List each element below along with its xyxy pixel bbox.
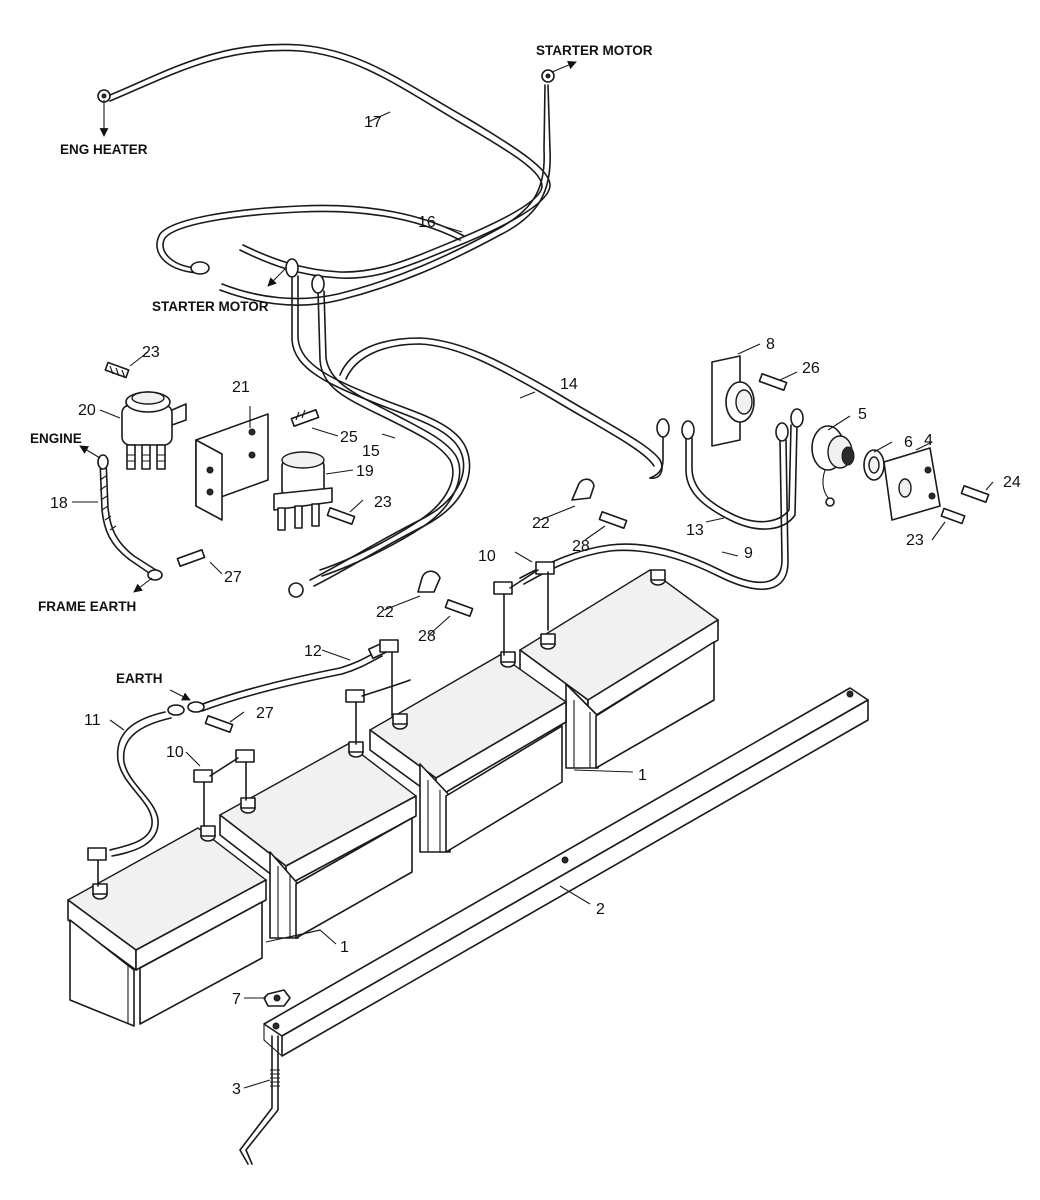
captions: STARTER MOTOR ENG HEATER STARTER MOTOR E… [30,43,653,686]
callout-10: 10 [478,548,496,565]
callout-22: 22 [532,515,550,532]
callouts: 17 16 14 15 8 26 5 6 4 24 23 13 9 22 28 … [50,114,1021,1098]
callout-12: 12 [304,643,322,660]
caption-starter-motor: STARTER MOTOR [536,43,653,58]
callout-19: 19 [356,463,374,480]
cable-14-long [339,337,670,480]
cable-17 [97,43,551,279]
caption-starter-motor: STARTER MOTOR [152,299,269,314]
callout-15: 15 [362,443,380,460]
hook-rod-3 [239,1035,280,1165]
callout-25: 25 [340,429,358,446]
bolt-28 [598,510,628,530]
callout-16: 16 [418,214,436,231]
cable-16-loop [156,204,465,275]
bolt-25 [290,408,320,428]
cable-14 [311,274,461,577]
cable-terminals [87,639,411,887]
cable-11 [109,704,185,857]
callout-26: 26 [802,360,820,377]
leader-lines [72,111,994,1089]
nut-7 [263,989,291,1007]
switch-8 [711,355,755,447]
callout-20: 20 [78,402,96,419]
callout-13: 13 [686,522,704,539]
callout-7: 7 [232,991,241,1008]
callout-2: 2 [596,901,605,918]
bracket-21 [195,413,269,521]
caption-engine: ENGINE [30,431,82,446]
battery-3 [368,651,568,853]
bolt-23 [326,506,356,526]
solenoid-19 [273,451,333,531]
callout-28: 28 [418,628,436,645]
callout-3: 3 [232,1081,241,1098]
callout-24: 24 [1003,474,1021,491]
callout-6: 6 [904,434,913,451]
plate-4 [883,447,941,521]
callout-10: 10 [166,744,184,761]
key-switch-5 [811,425,855,507]
callout-23: 23 [374,494,392,511]
cable-16 [219,69,555,306]
clip-22 [417,570,441,593]
callout-27: 27 [256,705,274,722]
ring-6 [863,449,885,481]
bolt-23 [940,507,966,525]
clip-22 [571,478,595,501]
caption-eng-heater: ENG HEATER [60,142,148,157]
callout-17: 17 [364,114,382,131]
bolts [104,361,990,734]
callout-28: 28 [572,538,590,555]
callout-14: 14 [560,376,578,393]
battery-1 [66,825,268,1027]
battery-2 [218,741,418,939]
bolt-26 [758,372,788,392]
callout-8: 8 [766,336,775,353]
callout-5: 5 [858,406,867,423]
battery-link-10-upper [493,561,555,656]
cable-12 [187,640,391,713]
callout-11: 11 [84,712,101,729]
callout-9: 9 [744,545,753,562]
bolt-23 [104,361,130,379]
cable-18-earth-strap [97,454,163,581]
bolt-28 [444,598,474,618]
caption-earth: EARTH [116,671,163,686]
battery-4 [518,569,720,769]
callout-1: 1 [638,767,647,784]
callout-23: 23 [142,344,160,361]
callout-23: 23 [906,532,924,549]
battery-tray-2 [263,687,869,1057]
caption-arrows [79,60,577,701]
bolt-24 [960,484,990,504]
callout-21: 21 [232,379,250,396]
callout-4: 4 [924,432,933,449]
callout-27: 27 [224,569,242,586]
callout-22: 22 [376,604,394,621]
bolt-27 [176,548,206,568]
bolt-27 [204,714,234,734]
caption-frame-earth: FRAME EARTH [38,599,136,614]
relay-20 [121,391,187,470]
battery-link-10-lower [193,749,255,827]
cable-9 [519,422,789,590]
callout-1: 1 [340,939,349,956]
callout-18: 18 [50,495,68,512]
